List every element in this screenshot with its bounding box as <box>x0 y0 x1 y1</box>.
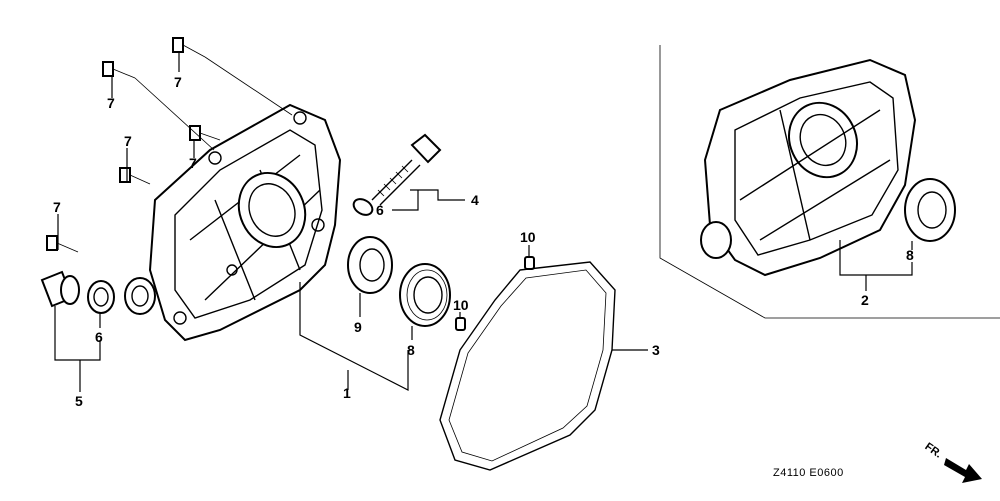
callout-7-b: 7 <box>107 95 115 111</box>
callout-3: 3 <box>652 342 660 358</box>
callout-6-oring: 6 <box>376 202 384 218</box>
ball-bearing-left <box>399 263 451 327</box>
o-ring <box>352 198 374 216</box>
front-direction-arrow: FR. <box>923 441 982 483</box>
oil-filler-cap <box>371 133 442 206</box>
leader-lines <box>54 52 913 392</box>
callout-5: 5 <box>75 393 83 409</box>
washer-left <box>87 280 115 314</box>
callout-7-d: 7 <box>189 155 197 171</box>
arrow-icon <box>944 458 982 483</box>
callout-8-right: 8 <box>906 247 914 263</box>
crankcase-cover-left <box>148 103 342 342</box>
callout-4: 4 <box>471 192 479 208</box>
callout-7-c: 7 <box>124 133 132 149</box>
callout-7-a: 7 <box>174 74 182 90</box>
callout-10-lower: 10 <box>453 297 469 313</box>
callout-9: 9 <box>354 319 362 335</box>
callout-10-upper: 10 <box>520 229 536 245</box>
collar <box>124 277 156 315</box>
dowel-pin-lower <box>455 317 466 331</box>
gasket <box>439 261 616 471</box>
crankcase-cover-assembly-panel <box>659 45 1000 319</box>
callout-7-e: 7 <box>53 199 61 215</box>
callout-1: 1 <box>343 385 351 401</box>
dowel-pin-upper <box>524 256 535 270</box>
callout-8-left: 8 <box>407 342 415 358</box>
callout-labels: 1 2 3 4 5 6 6 7 7 7 7 7 8 8 9 10 10 <box>53 74 914 409</box>
direction-label: FR. <box>923 441 944 461</box>
drain-plug <box>40 270 80 308</box>
oil-seal <box>347 236 393 294</box>
callout-6-washer: 6 <box>95 329 103 345</box>
callout-2: 2 <box>861 292 869 308</box>
drawing-code: Z4110 E0600 <box>773 467 844 479</box>
